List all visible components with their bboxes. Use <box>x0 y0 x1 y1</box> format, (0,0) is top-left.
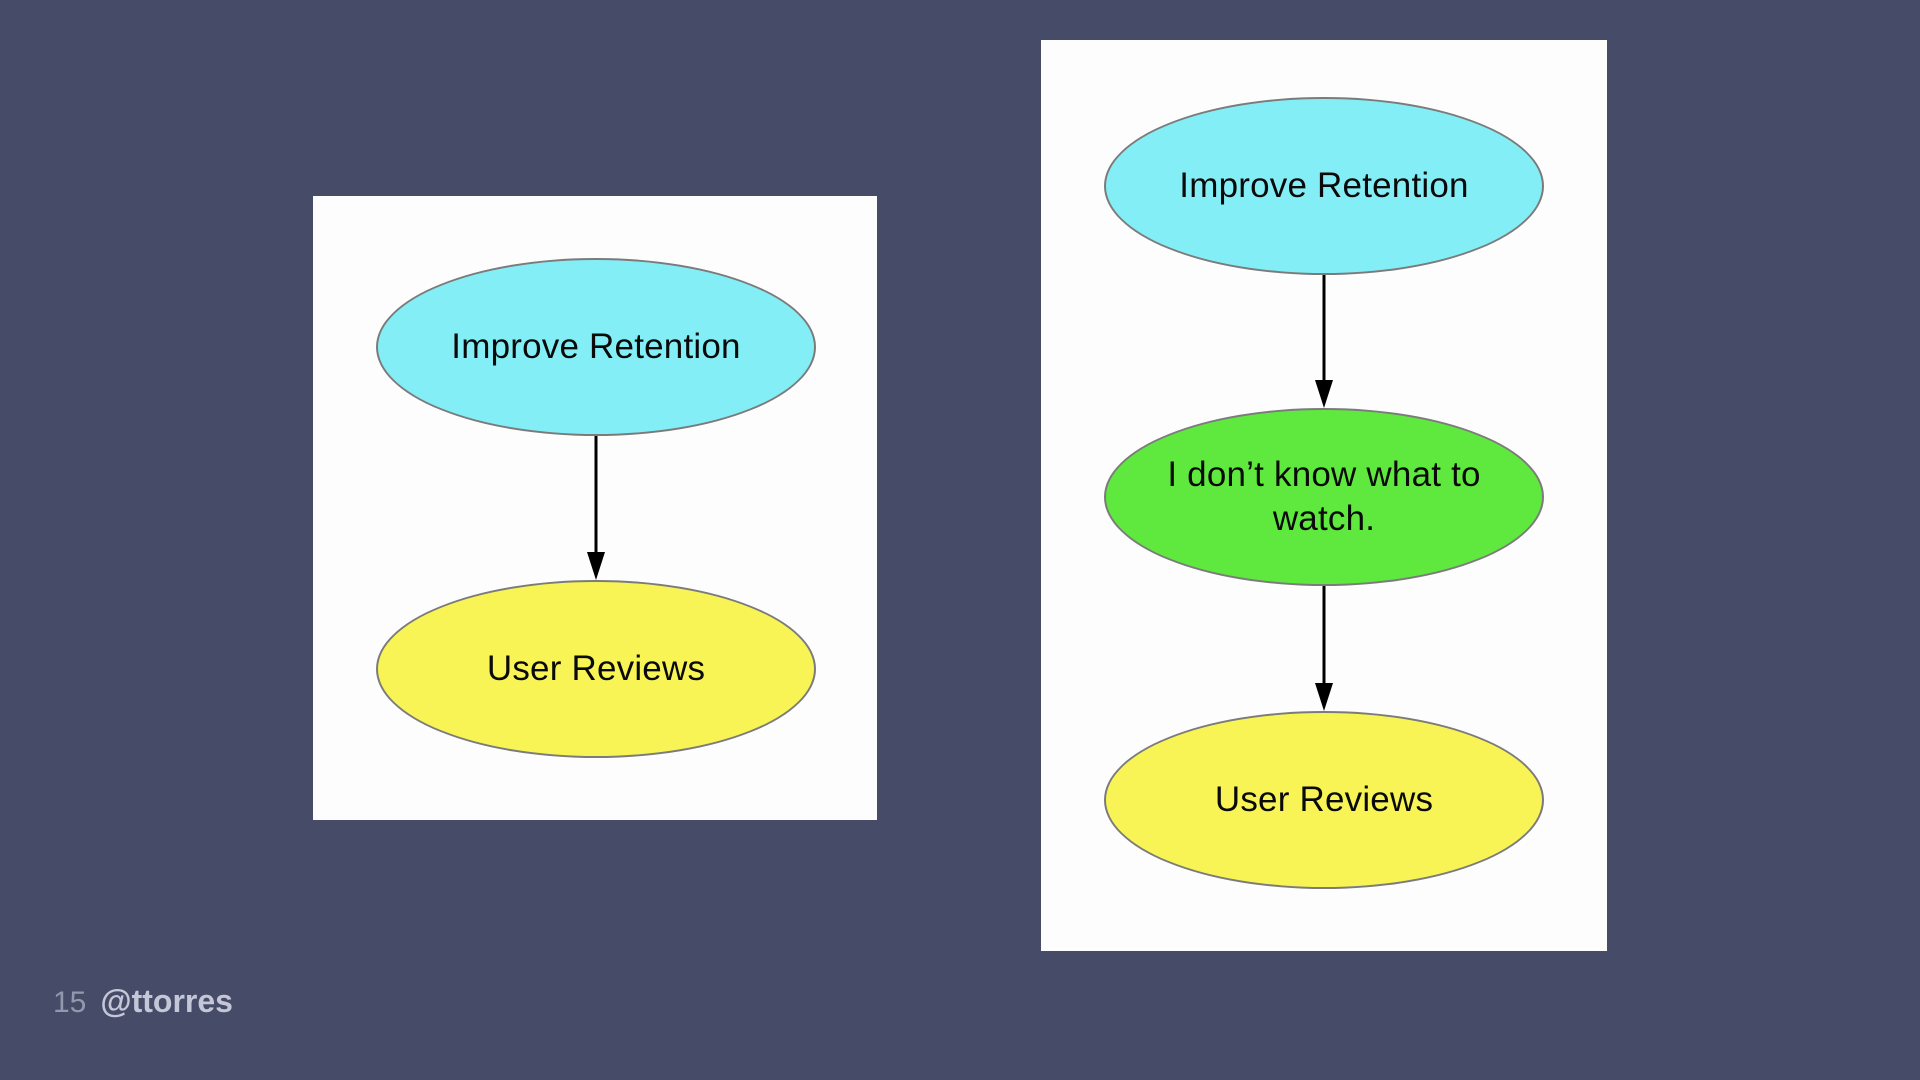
diagram-panel-right: Improve Retention I don’t know what to w… <box>1041 40 1607 951</box>
node-label: User Reviews <box>486 648 706 688</box>
node-label: Improve Retention <box>451 326 741 366</box>
diagram-panel-left: Improve Retention User Reviews <box>313 196 877 820</box>
node-improve-retention: Improve Retention <box>376 258 816 436</box>
node-user-reviews: User Reviews <box>1104 711 1544 889</box>
arrow-down-icon <box>587 436 605 580</box>
node-label: I don’t know what to watch. <box>1167 454 1481 538</box>
slide-footer: 15 @ttorres <box>53 983 233 1020</box>
node-label: User Reviews <box>1214 779 1434 819</box>
arrow-down-icon <box>1315 586 1333 711</box>
arrow-down-icon <box>1315 275 1333 408</box>
node-label: Improve Retention <box>1179 165 1469 205</box>
node-user-reviews: User Reviews <box>376 580 816 758</box>
node-dont-know-what-to-watch: I don’t know what to watch. <box>1104 408 1544 586</box>
page-number: 15 <box>53 986 87 1019</box>
author-handle: @ttorres <box>100 983 233 1019</box>
node-improve-retention: Improve Retention <box>1104 97 1544 275</box>
